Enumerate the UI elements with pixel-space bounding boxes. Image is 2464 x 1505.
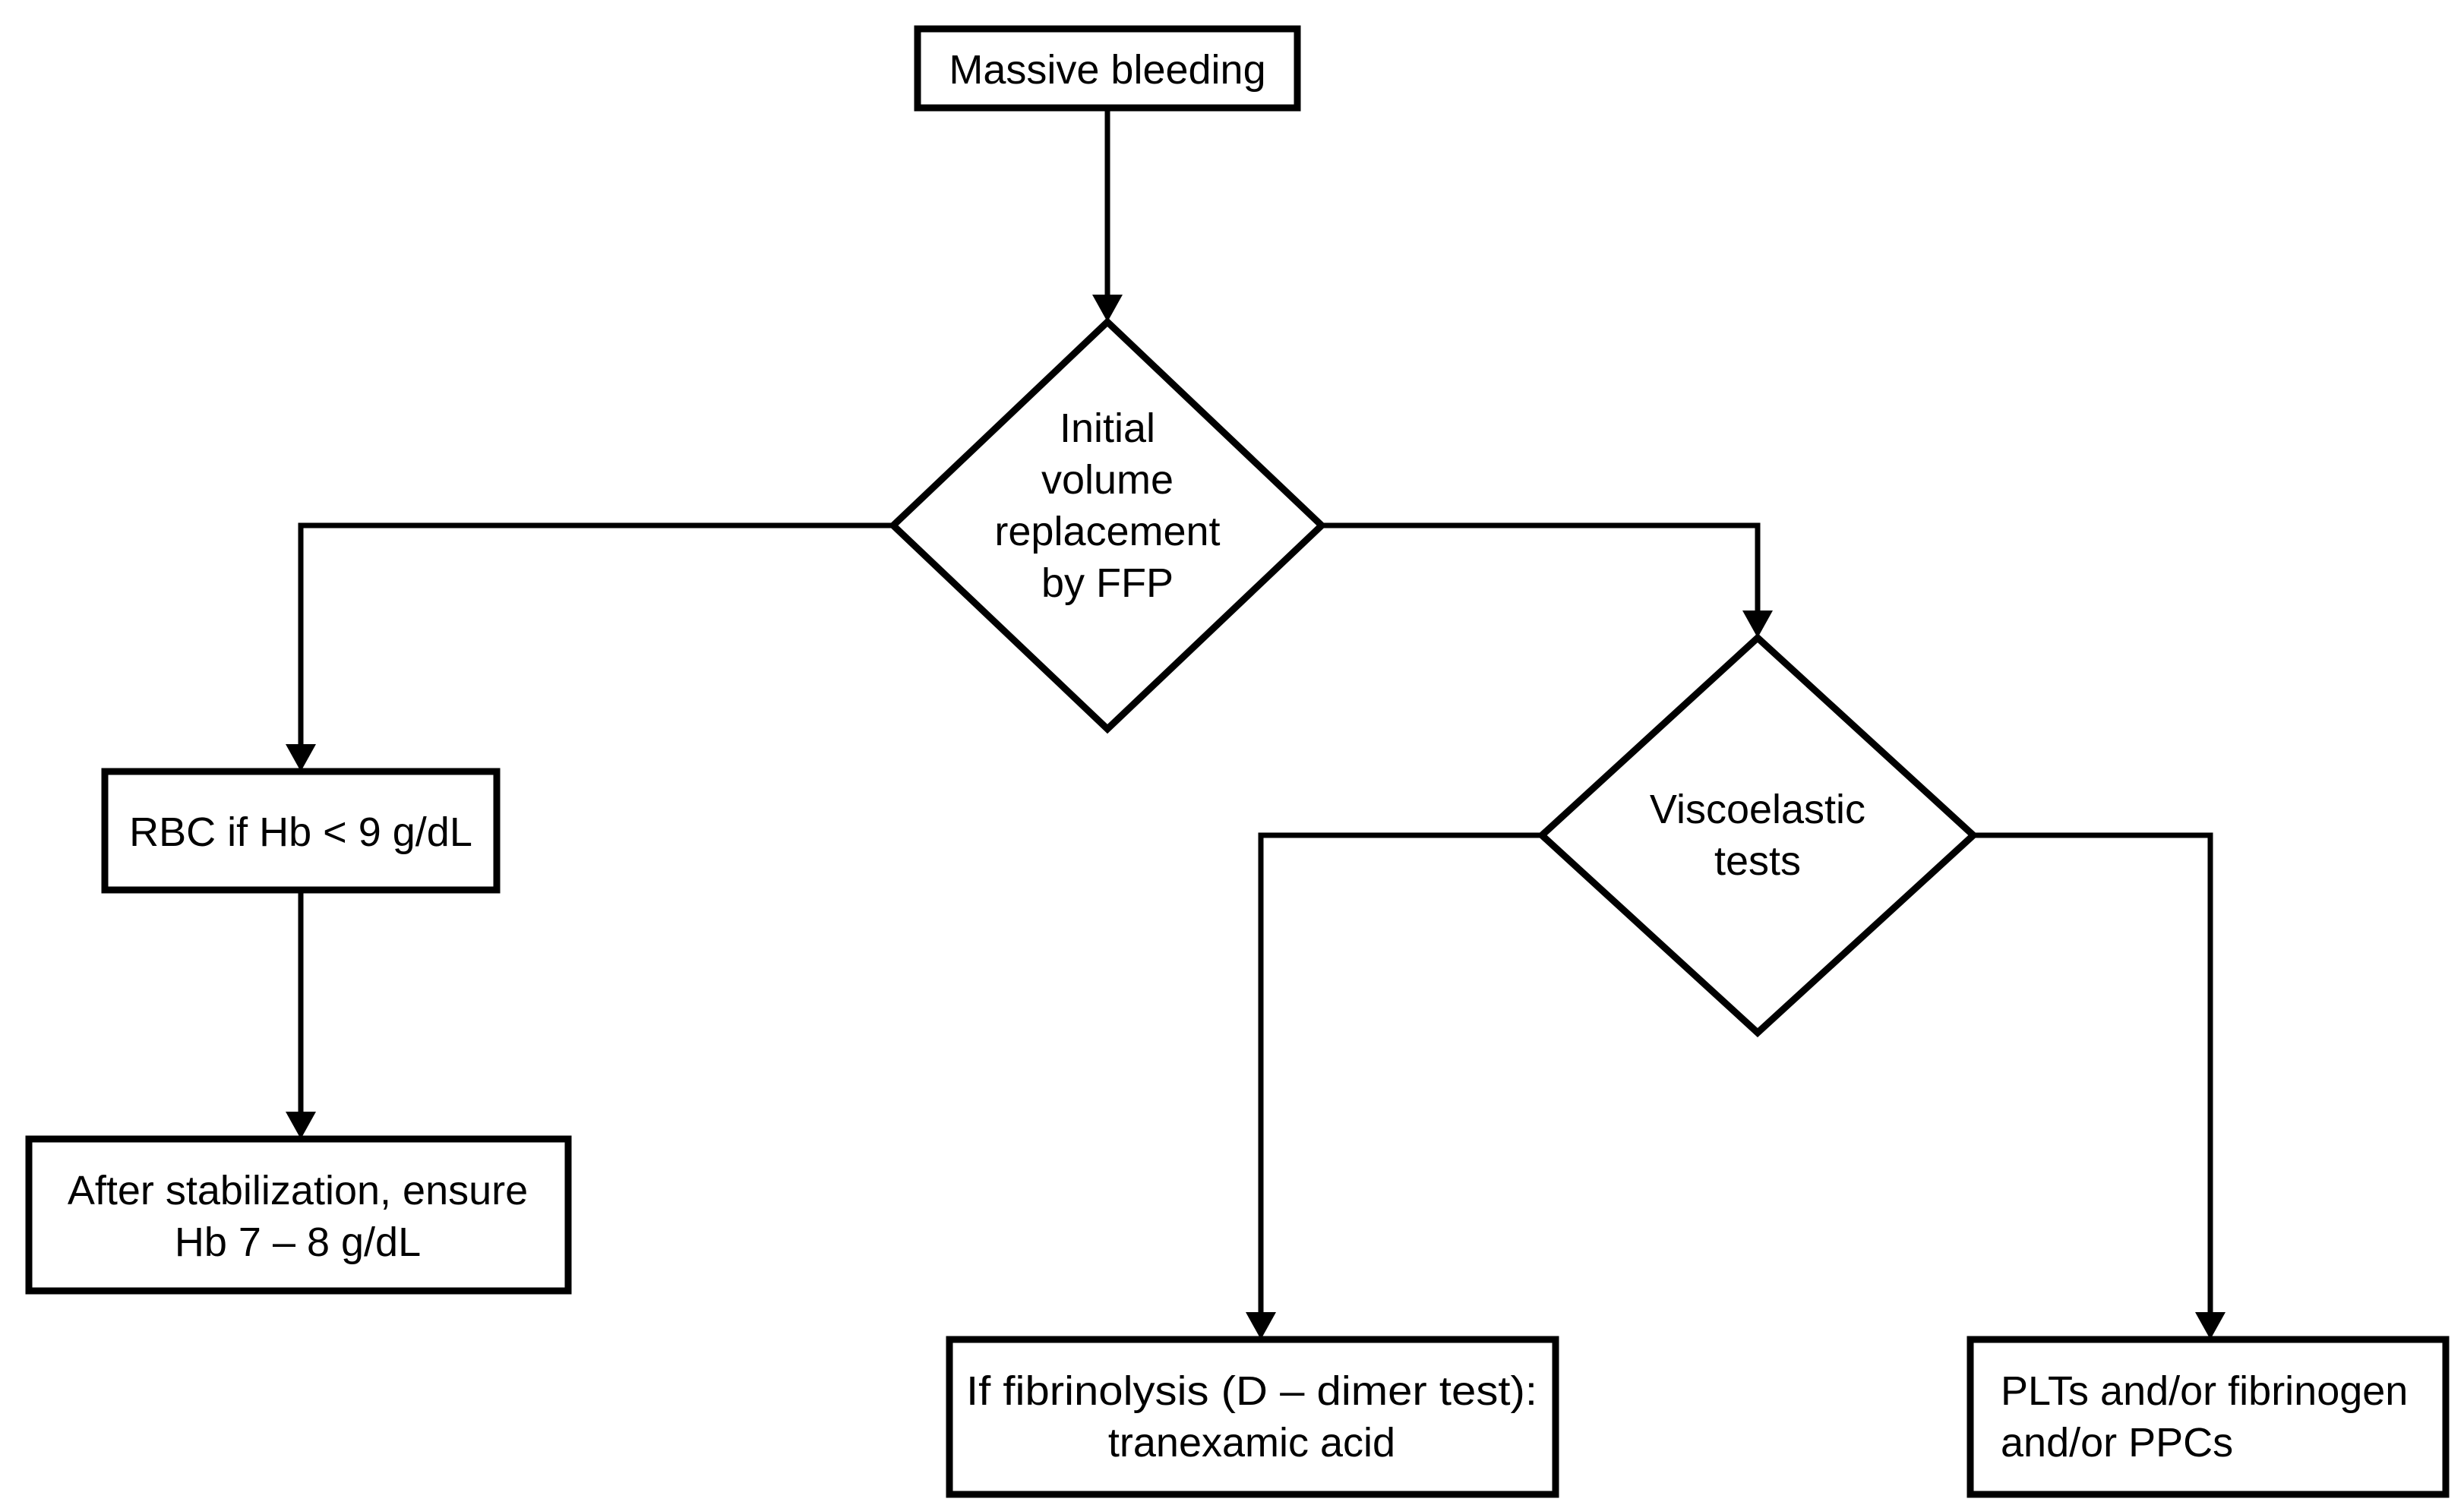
node-fibrinolysis-treatment: If fibrinolysis (D – dimer test): tranex… (946, 1336, 1559, 1498)
after-stabilization-label-line2: Hb 7 – 8 g/dL (175, 1219, 421, 1265)
plts-box (1966, 1336, 2450, 1498)
arrowhead-icon (286, 1112, 316, 1139)
node-after-stabilization: After stabilization, ensure Hb 7 – 8 g/d… (25, 1135, 572, 1295)
after-stabilization-label-line1: After stabilization, ensure (68, 1168, 528, 1213)
initial-volume-label-line2: volume (1041, 457, 1174, 503)
rbc-box (101, 768, 501, 894)
edge-viscoelastic-to-plts (1973, 832, 2213, 1318)
initial-volume-diamond (888, 317, 1327, 734)
fibrinolysis-box (946, 1336, 1559, 1498)
node-massive-bleeding: Massive bleeding (914, 25, 1301, 112)
arrowhead-icon (1246, 1312, 1276, 1339)
arrowhead-icon (1092, 295, 1123, 322)
plts-label-line1: PLTs and/or fibrinogen (2001, 1368, 2408, 1414)
arrowhead-icon (1742, 611, 1773, 638)
initial-volume-label-line1: Initial (1060, 405, 1155, 451)
node-viscoelastic-tests: Viscoelastic tests (1537, 633, 1979, 1038)
viscoelastic-label-line2: tests (1714, 838, 1801, 884)
node-initial-volume-replacement: Initial volume replacement by FFP (888, 317, 1327, 734)
arrowhead-icon (286, 744, 316, 771)
massive-bleeding-box (914, 25, 1301, 112)
edge-viscoelastic-to-fibrinolysis (1258, 832, 1542, 1318)
fibrinolysis-label-line2: tranexamic acid (1108, 1420, 1395, 1466)
initial-volume-label-line4: by FFP (1041, 560, 1174, 606)
fibrinolysis-label-line1: If fibrinolysis (D – dimer test): (966, 1368, 1537, 1414)
node-plt-fibrinogen-ppc: PLTs and/or fibrinogen and/or PPCs (1966, 1336, 2450, 1498)
viscoelastic-label-line1: Viscoelastic (1650, 787, 1865, 832)
viscoelastic-diamond (1537, 633, 1979, 1038)
edge-initial-volume-to-viscoelastic (1322, 522, 1761, 617)
rbc-label: RBC if Hb < 9 g/dL (129, 809, 472, 855)
plts-label-line2: and/or PPCs (2001, 1420, 2233, 1466)
arrowhead-icon (2195, 1312, 2225, 1339)
initial-volume-label-line3: replacement (994, 509, 1220, 554)
after-stabilization-box (25, 1135, 572, 1295)
massive-bleeding-label: Massive bleeding (949, 47, 1265, 93)
edge-initial-volume-to-rbc (298, 522, 893, 750)
node-rbc-transfusion: RBC if Hb < 9 g/dL (101, 768, 501, 894)
